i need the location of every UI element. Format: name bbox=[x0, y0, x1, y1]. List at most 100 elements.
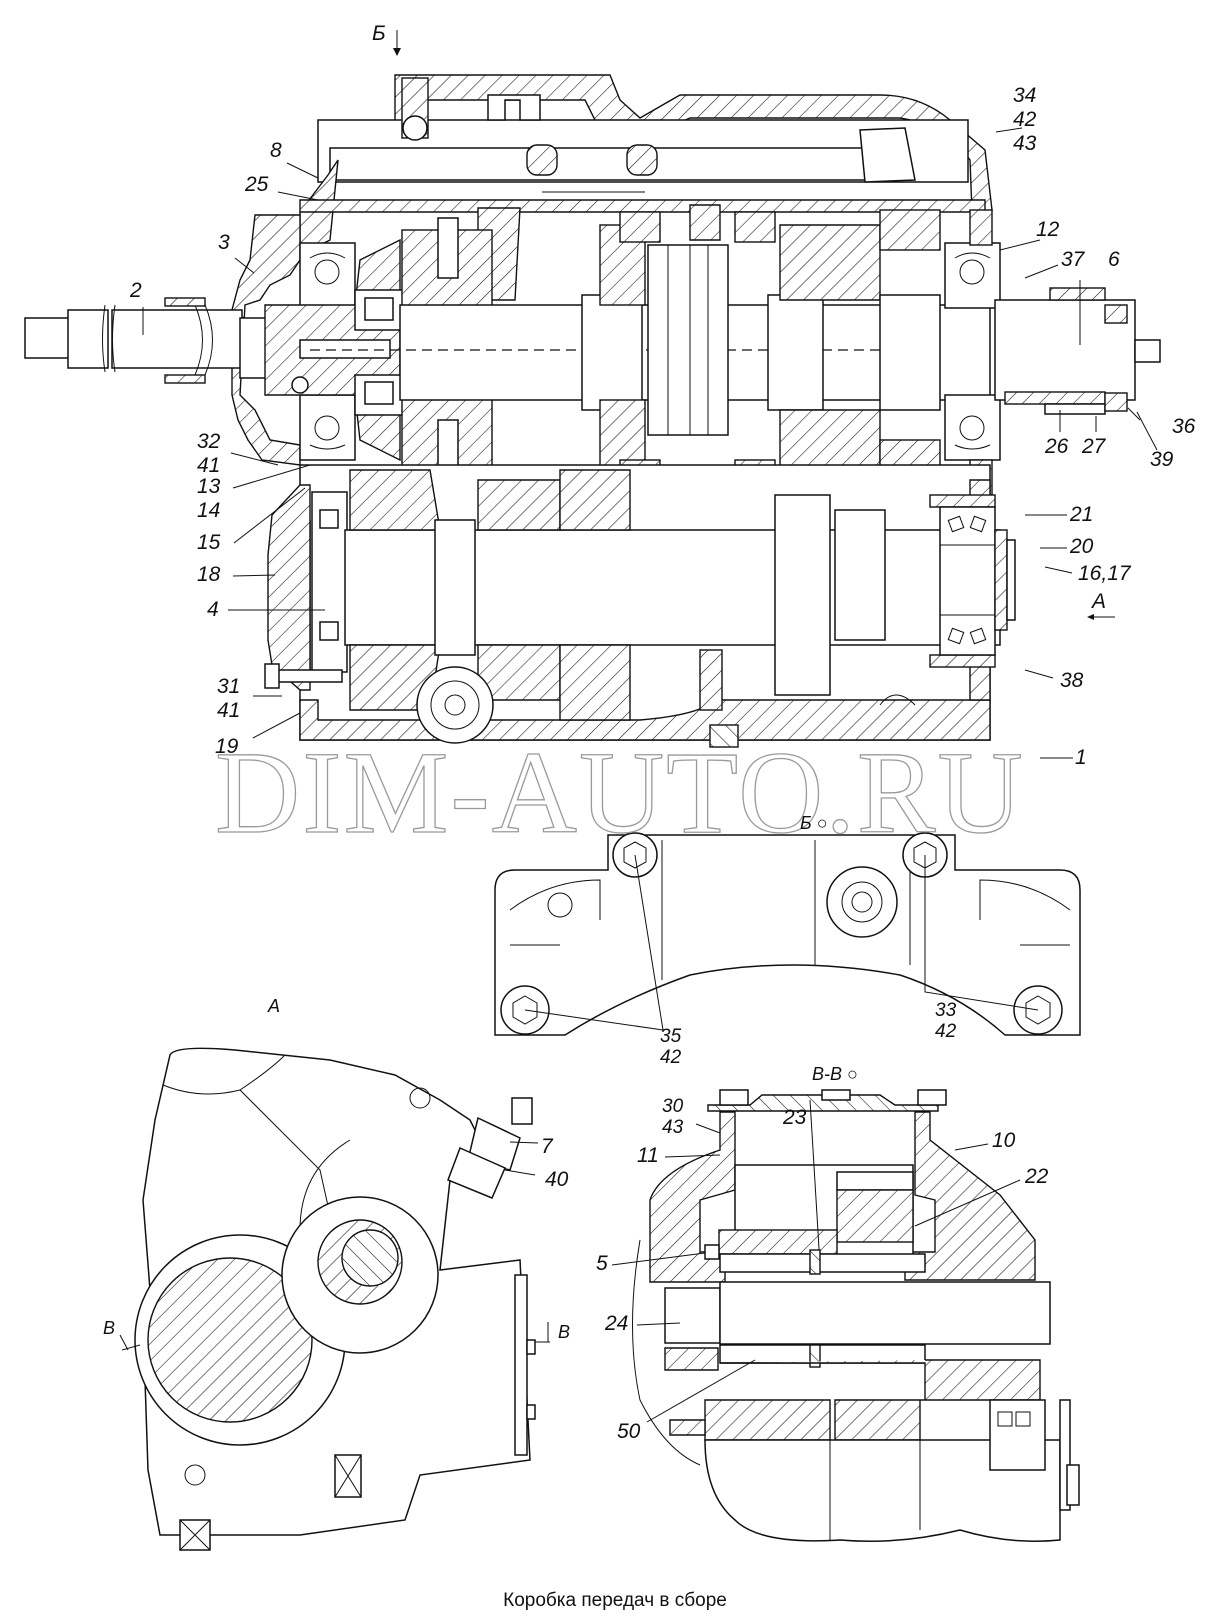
callout-25: 25 bbox=[245, 173, 269, 196]
callout-7: 7 bbox=[541, 1135, 553, 1158]
sync-slider-top bbox=[437, 217, 459, 279]
view-a-hole bbox=[409, 1087, 431, 1109]
sync-cone-top-right bbox=[734, 211, 776, 243]
gear-hub-1 bbox=[581, 294, 643, 411]
output-flange-top bbox=[1049, 287, 1106, 301]
fork-pin-right bbox=[626, 144, 658, 176]
callout-34-42-43: 34 42 43 bbox=[1013, 84, 1037, 155]
callout-10: 10 bbox=[992, 1129, 1016, 1152]
shift-rail bbox=[329, 147, 891, 181]
callout-32-41: 32 41 bbox=[197, 430, 221, 477]
vv-plug-5 bbox=[704, 1244, 720, 1260]
watermark: DIM-AUTO.RU bbox=[214, 726, 1025, 858]
output-nut-top bbox=[1104, 304, 1128, 324]
callout-19: 19 bbox=[215, 735, 239, 758]
input-shaft bbox=[111, 309, 243, 369]
view-a-arrowhead bbox=[1087, 614, 1094, 620]
cs-gear-4 bbox=[774, 494, 831, 696]
vv-axle-24 bbox=[719, 1281, 1051, 1345]
bearing-cup-top bbox=[929, 494, 996, 508]
callout-50: 50 bbox=[617, 1420, 641, 1443]
rear-housing-top bbox=[969, 209, 993, 246]
rear-countershaft-bearing bbox=[939, 506, 996, 656]
view-b bbox=[494, 832, 1081, 1036]
callout-36: 36 bbox=[1172, 415, 1196, 438]
detent-ball bbox=[402, 115, 428, 141]
oil-window bbox=[879, 694, 916, 706]
callout-4: 4 bbox=[207, 598, 219, 621]
main-section-view bbox=[24, 30, 1161, 748]
sync-cone-top-left bbox=[619, 211, 661, 243]
vv-lower-body bbox=[704, 1439, 1061, 1542]
shaft-section-large bbox=[147, 1257, 313, 1423]
rear-bearing-cap bbox=[267, 484, 311, 691]
end-plate bbox=[994, 529, 1008, 631]
view-a-indicator: А bbox=[1092, 590, 1107, 613]
callout-2: 2 bbox=[130, 279, 142, 302]
rear-sync-top bbox=[879, 209, 941, 251]
callout-26: 26 bbox=[1045, 435, 1069, 458]
bearing-cup-bottom bbox=[929, 654, 996, 668]
callout-38: 38 bbox=[1060, 669, 1084, 692]
view-b-indicator: Б bbox=[372, 22, 386, 45]
section-marker-left: В bbox=[103, 1318, 116, 1338]
vv-countergear bbox=[704, 1399, 831, 1441]
cs-gear-5 bbox=[834, 509, 886, 641]
break-line-left bbox=[102, 304, 116, 373]
rotation-icon: ○ bbox=[847, 1064, 858, 1084]
cs-spacer bbox=[434, 519, 476, 656]
callout-33-42: 33 42 bbox=[935, 1000, 957, 1042]
callout-40: 40 bbox=[545, 1168, 569, 1191]
break-line-right bbox=[194, 304, 213, 376]
vv-bearing bbox=[989, 1399, 1046, 1471]
fork-pin-left bbox=[526, 144, 558, 176]
callout-18: 18 bbox=[197, 563, 221, 586]
vv-cover-plate bbox=[707, 1094, 939, 1112]
front-bearing-top bbox=[299, 242, 356, 309]
rear-bearing-bottom bbox=[944, 394, 1001, 461]
callout-15: 15 bbox=[197, 531, 221, 554]
vv-bolt-left bbox=[719, 1089, 749, 1106]
vv-housing-right bbox=[904, 1111, 1036, 1281]
vv-needle-bearing bbox=[719, 1253, 926, 1273]
output-flange-hub bbox=[1004, 391, 1106, 405]
callout-37: 37 bbox=[1061, 248, 1085, 271]
vv-leaders bbox=[611, 1123, 1021, 1423]
callout-35-42: 35 42 bbox=[660, 1026, 682, 1068]
callout-13-14: 13 14 bbox=[197, 475, 221, 522]
output-shaft-tip bbox=[1134, 339, 1161, 363]
input-shaft-spline bbox=[67, 309, 109, 369]
sync-sleeve-center bbox=[647, 244, 729, 436]
view-b-title-label: Б bbox=[800, 813, 812, 833]
cs-gear-3-top bbox=[559, 469, 631, 531]
section-vv bbox=[632, 1089, 1080, 1542]
view-b-title: Б ○ bbox=[800, 813, 828, 834]
callout-3: 3 bbox=[218, 231, 230, 254]
view-a-title: А bbox=[268, 996, 281, 1016]
vv-housing-left bbox=[649, 1111, 736, 1283]
view-a-flange bbox=[514, 1274, 528, 1456]
callout-24: 24 bbox=[605, 1312, 629, 1335]
input-shaft-tip bbox=[24, 317, 71, 359]
callout-6: 6 bbox=[1108, 248, 1120, 271]
vv-axle-end bbox=[664, 1287, 721, 1344]
end-washer bbox=[1006, 539, 1016, 621]
cs-gear-2-top bbox=[477, 479, 561, 531]
rotation-icon: ○ bbox=[816, 813, 828, 833]
callout-20: 20 bbox=[1070, 535, 1094, 558]
gear-hub-2 bbox=[767, 294, 824, 411]
output-flange bbox=[1044, 403, 1106, 415]
sensor-body bbox=[447, 1146, 506, 1199]
cs-web bbox=[699, 649, 723, 711]
interlock bbox=[487, 94, 541, 121]
callout-16-17: 16,17 bbox=[1078, 562, 1131, 585]
sensor-bolt bbox=[511, 1097, 533, 1125]
dowel-hole bbox=[547, 892, 573, 918]
drain-boss bbox=[416, 666, 494, 744]
rear-bearing-top bbox=[944, 242, 1001, 309]
vv-bolt-center bbox=[821, 1089, 851, 1101]
callout-8: 8 bbox=[270, 139, 282, 162]
callout-39: 39 bbox=[1150, 448, 1174, 471]
callout-21: 21 bbox=[1070, 503, 1094, 526]
